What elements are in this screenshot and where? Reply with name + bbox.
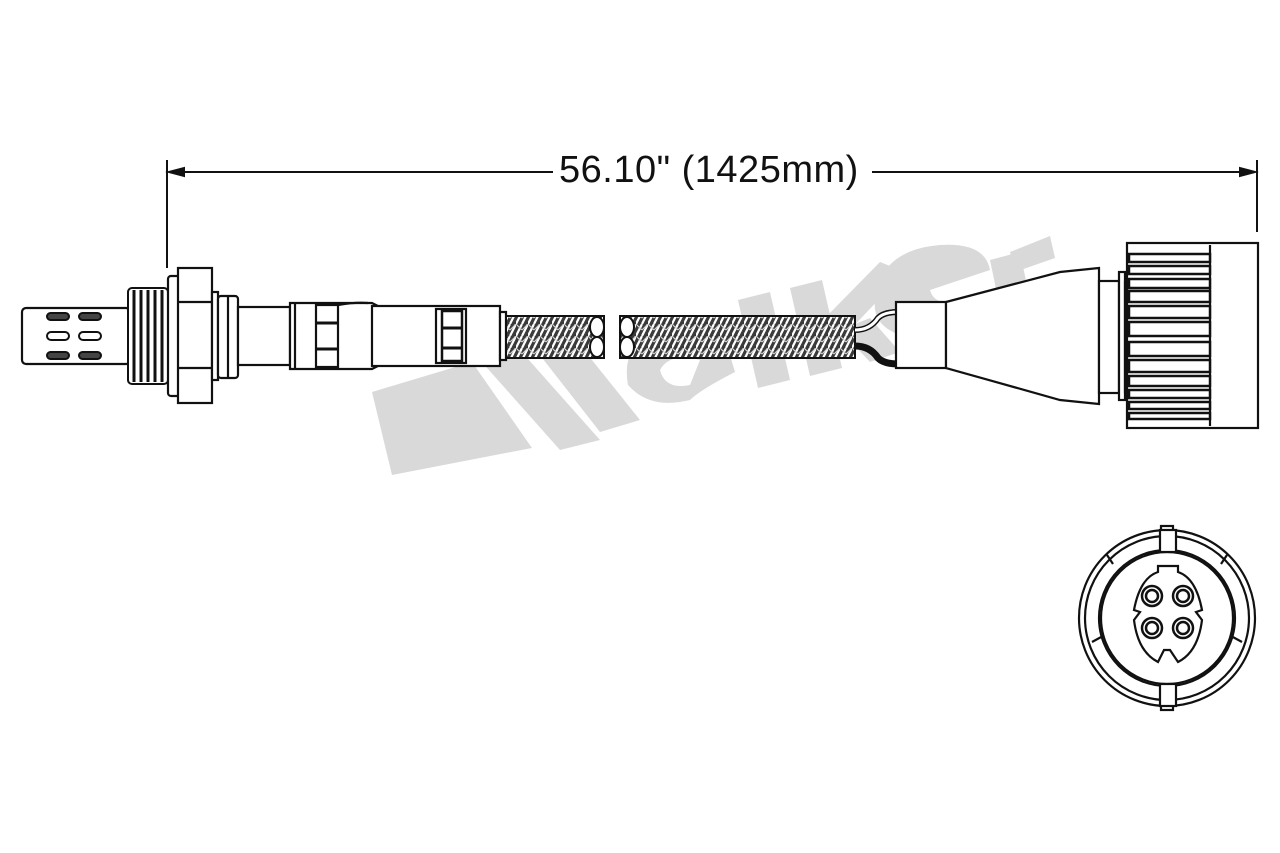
sensor-tip: [20, 306, 132, 366]
sensor-threads: [127, 287, 169, 385]
connector-end-view: [1077, 524, 1257, 712]
dimension-line: [165, 160, 1259, 268]
hex-nut: [166, 266, 240, 405]
braided-cable-right: [619, 315, 856, 359]
dimension-label: 56.10" (1425mm): [553, 142, 865, 198]
lead-wires: [854, 309, 899, 368]
sensor-body: [236, 301, 508, 371]
connector-boot: [894, 266, 1131, 406]
braided-cable-left: [505, 315, 605, 359]
connector-head: [1125, 241, 1260, 430]
